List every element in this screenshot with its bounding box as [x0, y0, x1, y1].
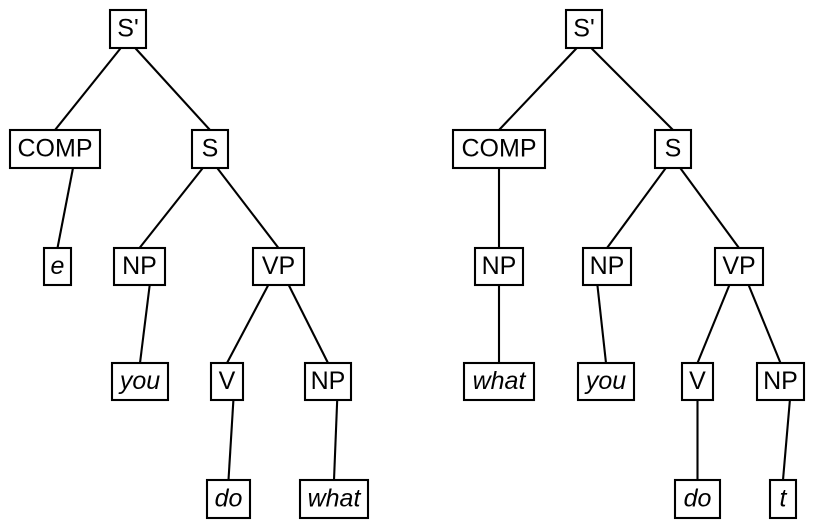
- branch-L-Sbar-to-L-S: [134, 47, 211, 131]
- node-label-l-do: do: [215, 485, 243, 513]
- node-l-v[interactable]: V: [209, 361, 245, 402]
- tree-edges-surface-structure: [497, 47, 791, 481]
- node-r-np1[interactable]: NP: [581, 246, 633, 287]
- node-box-l-sbar: [108, 8, 148, 50]
- node-r-v[interactable]: V: [680, 361, 715, 402]
- node-label-l-sbar: S': [117, 15, 138, 43]
- node-l-e[interactable]: e: [42, 246, 73, 287]
- node-label-r-v: V: [689, 367, 706, 395]
- node-r-np2[interactable]: NP: [755, 361, 806, 402]
- node-l-np1[interactable]: NP: [112, 246, 167, 287]
- node-box-r-t: [768, 478, 798, 520]
- node-box-l-np2: [303, 361, 353, 402]
- node-label-l-what: what: [308, 485, 362, 513]
- node-r-t[interactable]: t: [768, 478, 798, 520]
- node-l-comp[interactable]: COMP: [8, 128, 102, 170]
- branch-L-NP2-to-L-what: [332, 399, 339, 481]
- node-label-r-np1: NP: [590, 252, 625, 280]
- node-label-r-s: S: [665, 135, 682, 163]
- tree-nodes-surface-structure: S' COMP S NP NP VP what you V NP do t: [451, 8, 806, 520]
- node-label-r-np0: NP: [482, 252, 517, 280]
- tree-edges-deep-structure: [54, 47, 339, 481]
- node-label-r-sbar: S': [573, 15, 594, 43]
- node-label-r-np2: NP: [763, 367, 798, 395]
- node-box-r-you: [576, 361, 636, 402]
- branch-R-VP-to-R-V: [696, 284, 731, 364]
- node-r-s[interactable]: S: [653, 128, 693, 170]
- node-box-l-do: [205, 478, 252, 520]
- branch-L-V-to-L-do: [227, 399, 235, 481]
- branch-R-S-to-R-VP: [679, 167, 740, 249]
- node-label-r-you: you: [584, 367, 626, 395]
- node-label-l-you: you: [118, 367, 160, 395]
- node-l-what[interactable]: what: [298, 478, 370, 520]
- node-box-r-vp: [713, 246, 765, 287]
- node-box-r-what: [462, 361, 536, 402]
- node-r-you[interactable]: you: [576, 361, 636, 402]
- node-box-l-e: [42, 246, 73, 287]
- branch-L-VP-to-L-V: [226, 284, 270, 364]
- branch-L-Sbar-to-L-COMP: [54, 47, 122, 131]
- node-l-np2[interactable]: NP: [303, 361, 353, 402]
- node-label-l-comp: COMP: [18, 135, 93, 163]
- branch-R-S-to-R-NP1: [606, 167, 667, 249]
- node-l-vp[interactable]: VP: [251, 246, 306, 287]
- branch-L-COMP-to-L-e: [56, 167, 75, 249]
- node-box-l-v: [209, 361, 245, 402]
- node-label-l-e: e: [51, 252, 65, 280]
- node-l-you[interactable]: you: [110, 361, 170, 402]
- node-box-r-np0: [473, 246, 525, 287]
- node-box-l-what: [298, 478, 370, 520]
- node-box-l-you: [110, 361, 170, 402]
- node-box-r-v: [680, 361, 715, 402]
- branch-L-VP-to-L-NP2: [287, 284, 329, 364]
- node-label-l-v: V: [219, 367, 236, 395]
- node-box-r-s: [653, 128, 693, 170]
- node-label-r-t: t: [780, 485, 788, 513]
- node-box-r-np2: [755, 361, 806, 402]
- node-box-l-s: [190, 128, 230, 170]
- branch-L-NP1-to-L-you: [138, 284, 151, 364]
- branch-L-S-to-L-VP: [216, 167, 280, 249]
- branch-R-VP-to-R-NP2: [747, 284, 782, 364]
- node-r-vp[interactable]: VP: [713, 246, 765, 287]
- node-r-do[interactable]: do: [673, 478, 722, 520]
- node-box-r-comp: [451, 128, 547, 170]
- branch-R-NP2-to-R-t: [781, 399, 791, 481]
- node-label-l-np2: NP: [311, 367, 346, 395]
- edges-layer: [54, 47, 791, 481]
- node-box-l-comp: [8, 128, 102, 170]
- node-label-r-do: do: [684, 485, 712, 513]
- node-box-r-do: [673, 478, 722, 520]
- node-r-comp[interactable]: COMP: [451, 128, 547, 170]
- node-label-r-comp: COMP: [462, 135, 537, 163]
- node-box-r-sbar: [564, 8, 604, 50]
- node-l-do[interactable]: do: [205, 478, 252, 520]
- node-box-l-np1: [112, 246, 167, 287]
- node-r-sbar[interactable]: S': [564, 8, 604, 50]
- node-r-np0[interactable]: NP: [473, 246, 525, 287]
- node-l-sbar[interactable]: S': [108, 8, 148, 50]
- branch-L-S-to-L-NP1: [138, 167, 204, 249]
- node-label-r-vp: VP: [722, 252, 755, 280]
- node-label-l-np1: NP: [122, 252, 157, 280]
- node-label-r-what: what: [473, 367, 527, 395]
- node-label-l-s: S: [202, 135, 219, 163]
- branch-R-Sbar-to-R-S: [590, 47, 674, 131]
- node-label-l-vp: VP: [262, 252, 295, 280]
- node-box-r-np1: [581, 246, 633, 287]
- node-box-l-vp: [251, 246, 306, 287]
- branch-R-NP1-to-R-you: [596, 284, 608, 364]
- node-r-what[interactable]: what: [462, 361, 536, 402]
- branch-R-Sbar-to-R-COMP: [498, 47, 578, 131]
- node-l-s[interactable]: S: [190, 128, 230, 170]
